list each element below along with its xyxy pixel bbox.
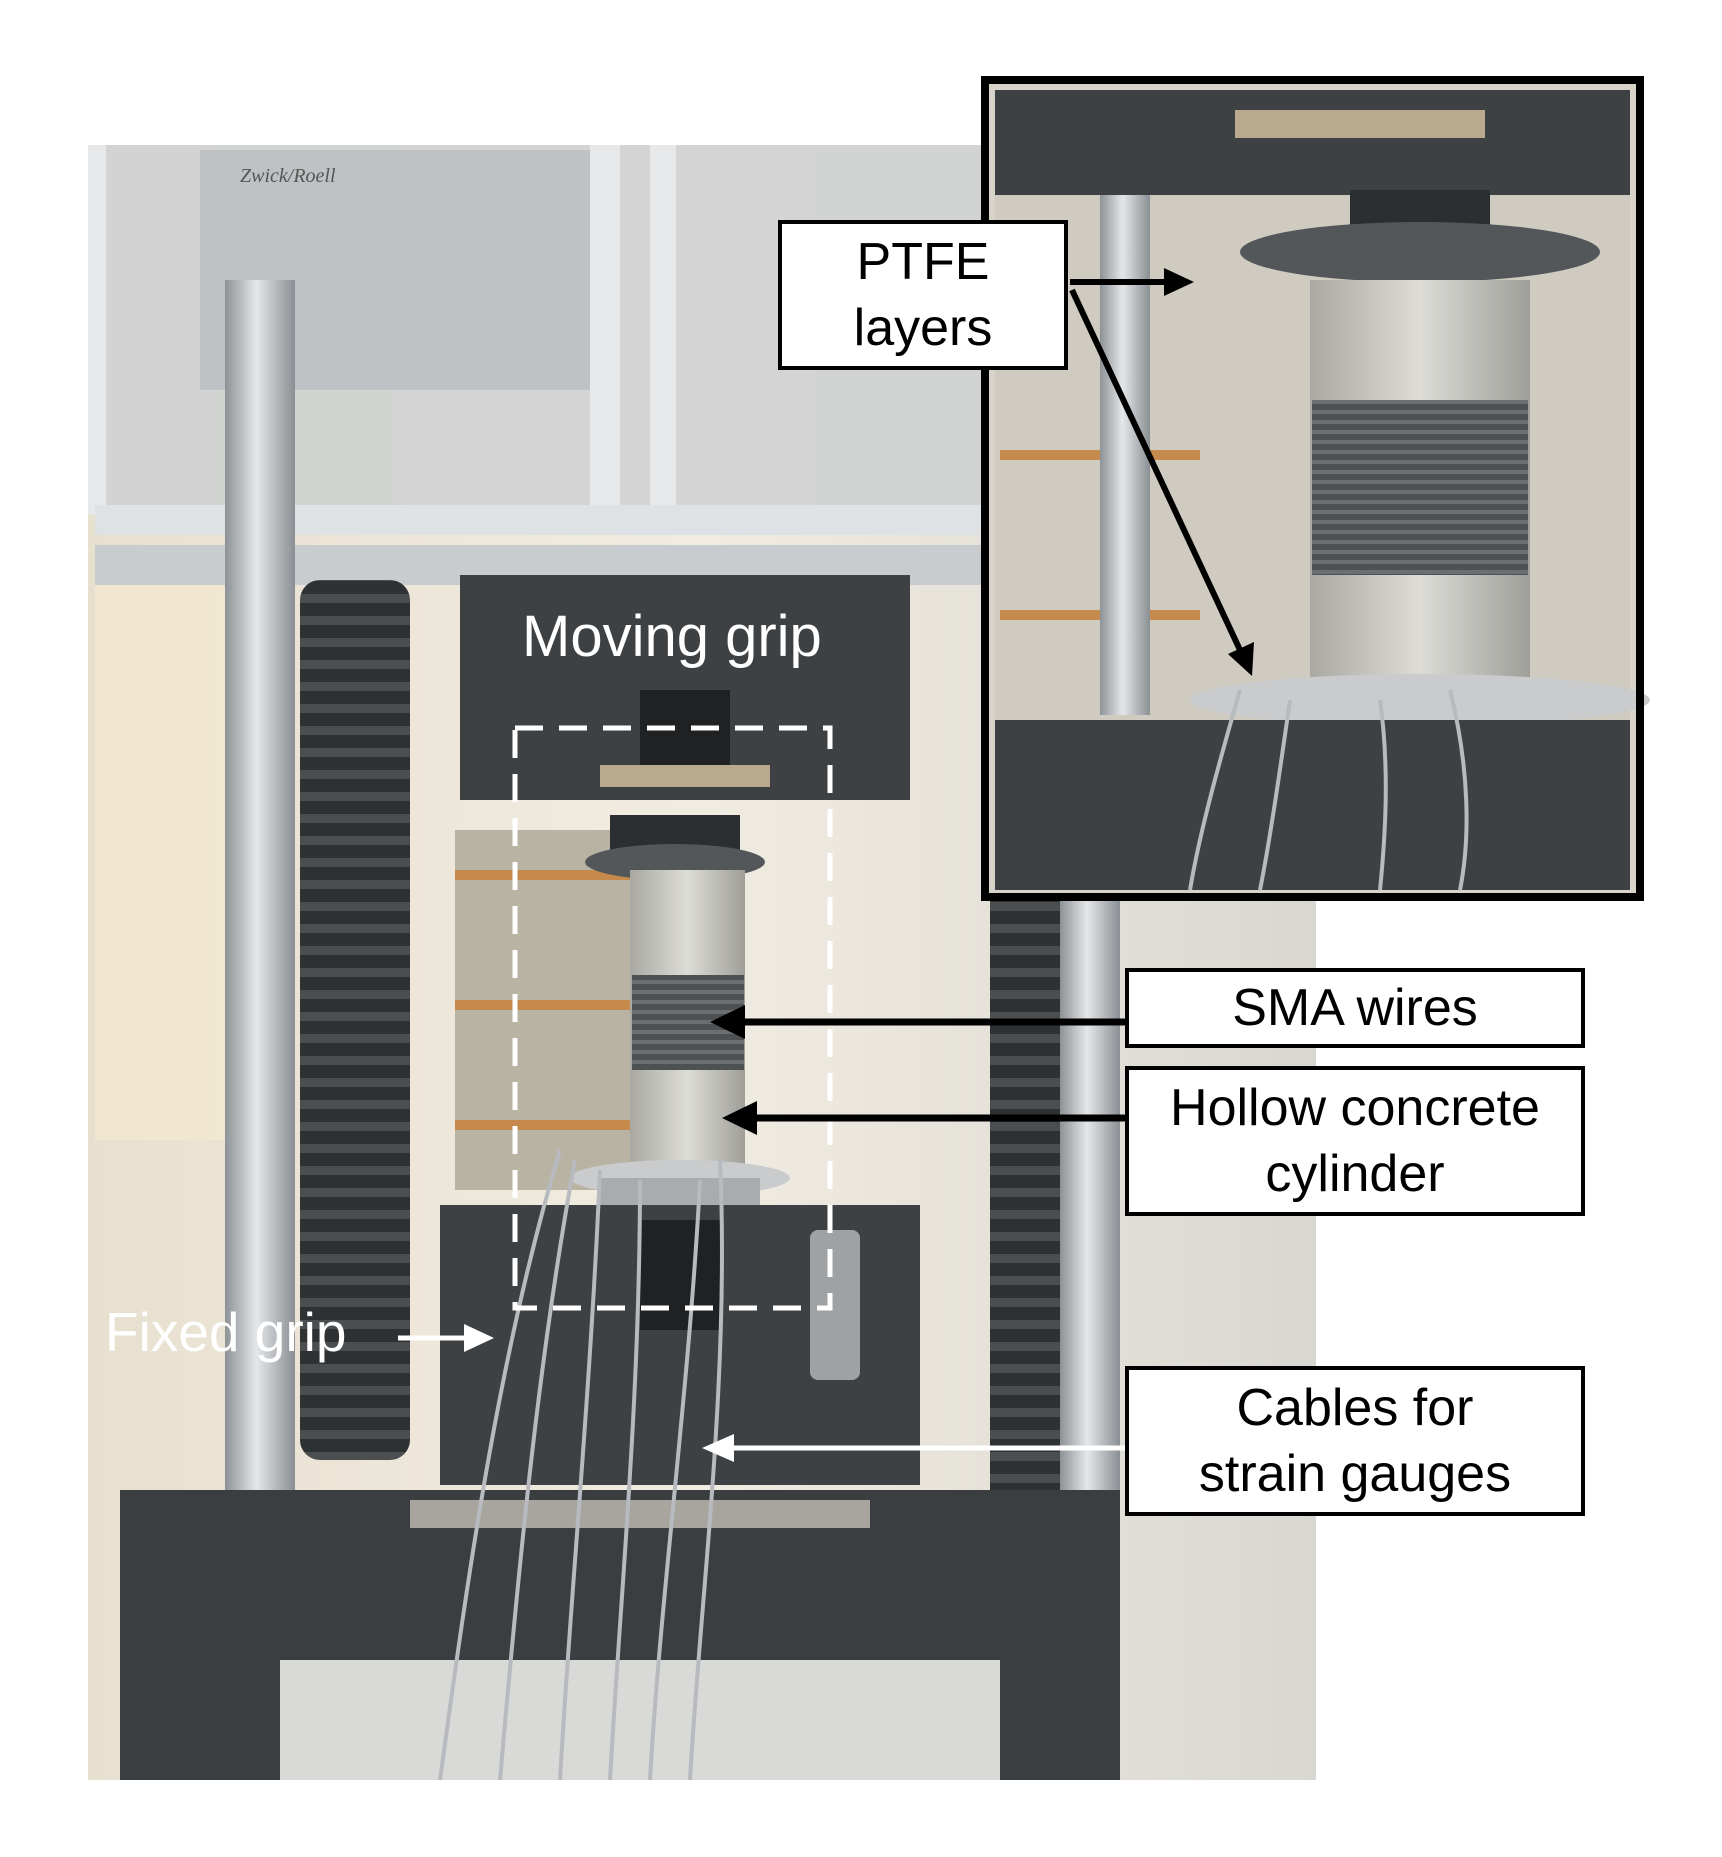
label-fixed-grip: Fixed grip	[105, 1301, 347, 1363]
remote-control	[810, 1230, 860, 1380]
strain-gauge-cables	[438, 1149, 724, 1781]
machine-logo: Zwick/Roell	[240, 165, 336, 187]
label-hollow-concrete-cylinder: Hollow concrete cylinder	[1125, 1066, 1585, 1216]
label-cables-strain-gauges: Cables for strain gauges	[1125, 1366, 1585, 1516]
label-sma-wires: SMA wires	[1125, 968, 1585, 1048]
inset-photo	[981, 76, 1650, 901]
inset-highlight-box	[512, 725, 833, 1311]
left-spindle	[300, 580, 410, 1460]
annotation-arrows	[398, 268, 1254, 1462]
inset-sma-wire-band	[1312, 400, 1528, 575]
inset-frame	[981, 76, 1644, 901]
right-spindle	[990, 880, 1060, 1520]
label-ptfe-layers: PTFE layers	[778, 220, 1068, 370]
label-moving-grip: Moving grip	[522, 604, 822, 669]
